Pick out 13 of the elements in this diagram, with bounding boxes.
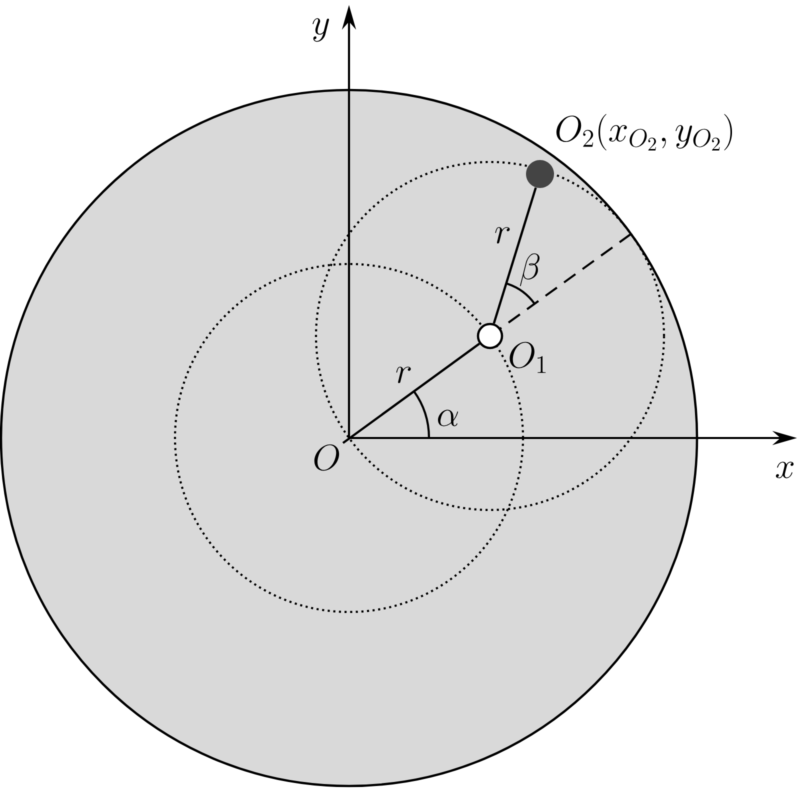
axis-label: $x$ (776, 462, 794, 478)
axis-label: $y$ (312, 18, 330, 42)
node-label: $O_1$ (510, 342, 546, 373)
angle-label: $\beta$ (520, 253, 540, 286)
point-label: $O$ (314, 444, 340, 471)
hollow-point: $O_1$ (476, 322, 546, 373)
edge-label: $r$ (396, 366, 411, 384)
line-segment (492, 187, 537, 324)
edge-label: $r$ (495, 227, 510, 244)
solid-point: $O_2(x_{O_2}, y_{O_2})$ (526, 114, 732, 188)
angle-label: $\alpha$ (438, 410, 458, 426)
node-label: $O_2(x_{O_2}, y_{O_2})$ (556, 114, 732, 150)
line-segment (342, 342, 480, 444)
